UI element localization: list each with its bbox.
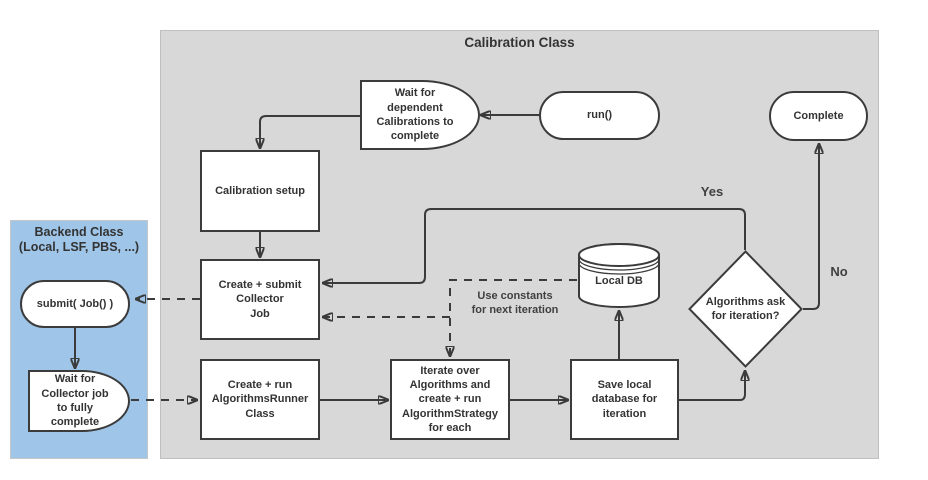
edge-localdb-constants-to-iterate bbox=[450, 279, 577, 356]
database-cylinder-icon bbox=[578, 243, 660, 308]
node-label: Iterate over Algorithms and create + run… bbox=[402, 364, 498, 434]
node-create-submit-collector-job: Create + submit Collector Job bbox=[200, 259, 320, 340]
edge-wait-dependent-to-setup bbox=[260, 115, 360, 148]
node-calibration-setup: Calibration setup bbox=[200, 150, 320, 232]
edge-label-no: No bbox=[830, 264, 848, 279]
node-save-local-database: Save local database for iteration bbox=[570, 359, 679, 440]
edge-decision-yes-to-collector bbox=[323, 208, 746, 283]
node-create-run-algorithmsrunner: Create + run AlgorithmsRunner Class bbox=[200, 359, 320, 440]
node-label: Create + submit Collector Job bbox=[218, 279, 302, 320]
node-label: Wait for Collector job to fully complete bbox=[41, 373, 109, 429]
node-label: Save local database for iteration bbox=[591, 379, 658, 420]
node-complete: Complete bbox=[769, 91, 868, 141]
edge-label-yes: Yes bbox=[700, 184, 724, 199]
edge-decision-no-to-complete bbox=[803, 144, 819, 310]
node-label: run() bbox=[586, 109, 613, 122]
node-wait-collector-job: Wait for Collector job to fully complete bbox=[28, 370, 130, 432]
node-label: Calibration setup bbox=[215, 184, 305, 197]
node-submit-job: submit( Job() ) bbox=[20, 280, 130, 328]
edge-save-to-decision bbox=[679, 371, 745, 401]
node-decision-algorithms-ask: Algorithms ask for iteration? bbox=[688, 250, 803, 368]
node-run: run() bbox=[539, 91, 660, 140]
node-label: Wait for dependent Calibrations to compl… bbox=[376, 87, 454, 143]
edge-label-use-constants: Use constants for next iteration bbox=[471, 290, 559, 317]
node-label: submit( Job() ) bbox=[36, 297, 114, 310]
calibration-class-title: Calibration Class bbox=[464, 35, 575, 50]
node-label: Create + run AlgorithmsRunner Class bbox=[211, 379, 309, 420]
node-label: Complete bbox=[793, 109, 844, 122]
node-local-db: Local DB bbox=[578, 243, 660, 308]
node-iterate-algorithms: Iterate over Algorithms and create + run… bbox=[390, 359, 510, 440]
decision-diamond-shape bbox=[688, 250, 803, 368]
node-wait-dependent-calibrations: Wait for dependent Calibrations to compl… bbox=[360, 80, 480, 150]
backend-class-title: Backend Class (Local, LSF, PBS, ...) bbox=[18, 225, 140, 255]
node-label: Algorithms ask for iteration? bbox=[705, 295, 786, 322]
node-label: Local DB bbox=[595, 275, 643, 288]
